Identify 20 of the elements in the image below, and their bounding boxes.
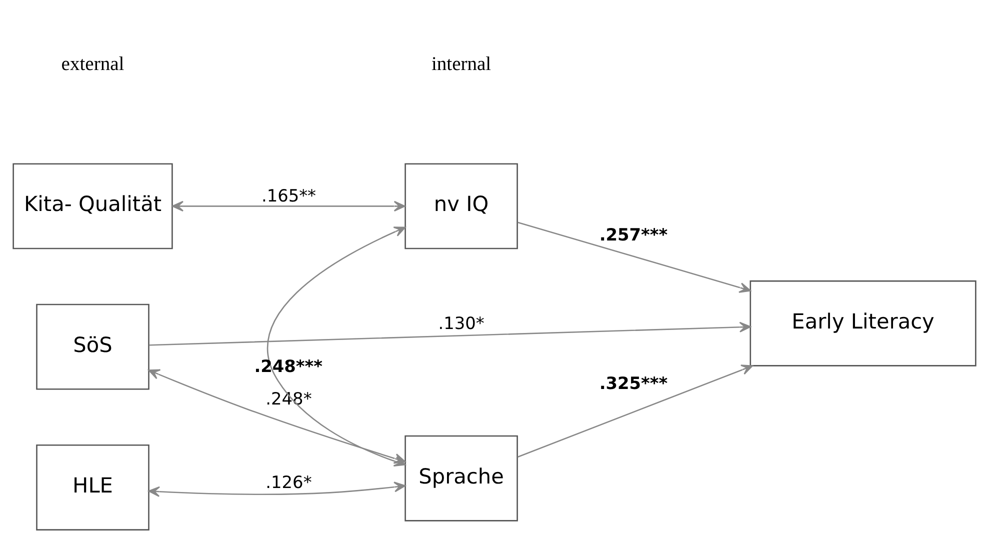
arrow [518,221,751,292]
edge-label: .130* [438,312,484,333]
edge-label: .325*** [599,372,668,393]
node-box: SöS [36,303,150,390]
node-box: Sprache [404,434,518,521]
edge-label: .257*** [599,224,668,244]
arrow [149,321,751,346]
edge-label: .248*** [254,356,322,376]
arrow [172,200,406,212]
arrow [148,481,406,496]
node-box: Early Literacy [750,280,976,366]
node-box: HLE [36,444,150,530]
node-box: Kita- Qualität [12,162,173,249]
arrow [517,364,753,458]
label: external [61,54,124,75]
label: internal [431,54,492,75]
edge-label: .126* [266,471,312,492]
node-box: nv IQ [404,162,518,249]
edge-label: .165** [261,184,316,205]
edge-label: .248* [266,388,312,408]
